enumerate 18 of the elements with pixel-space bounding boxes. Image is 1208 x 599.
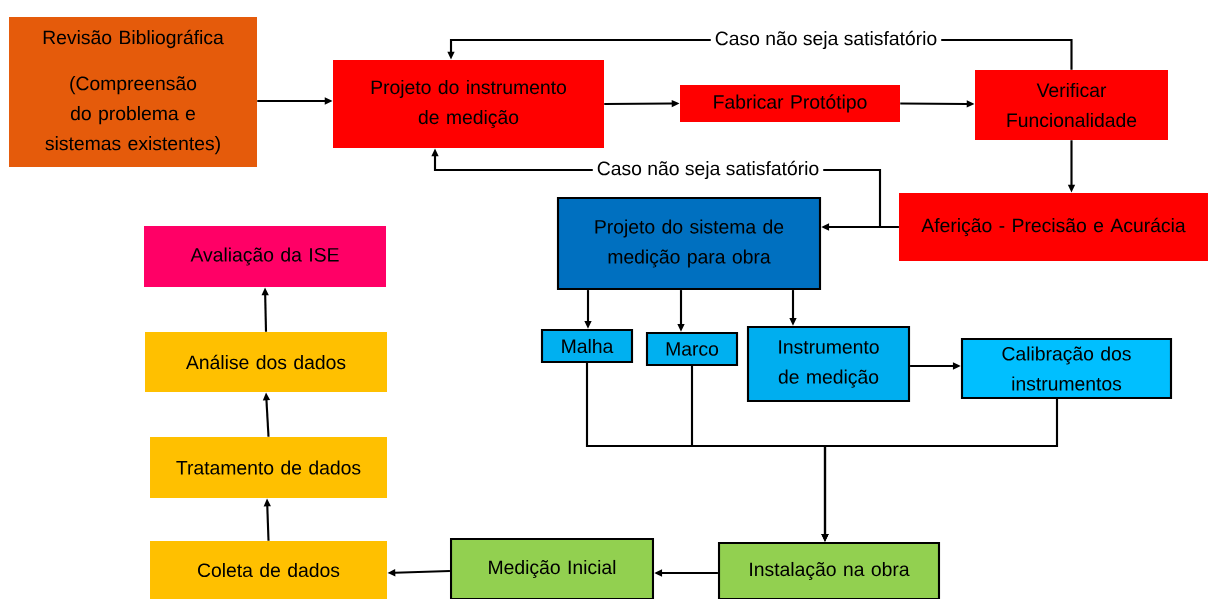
process-box: Projeto do instrumento de medição (333, 60, 604, 148)
process-box: Instrumento de medição (746, 325, 911, 403)
edge-label: Caso não seja satisfatório (592, 156, 824, 184)
process-box: Instalação na obra (717, 541, 941, 599)
process-box: Projeto do sistema de medição para obra (556, 196, 822, 291)
process-box: Fabricar Protótipo (680, 85, 900, 122)
process-box: Análise dos dados (145, 332, 387, 392)
process-box: Calibração dos instrumentos (960, 337, 1173, 400)
process-box: Marco (645, 331, 739, 367)
process-box: Coleta de dados (150, 541, 387, 599)
process-box: Malha (540, 328, 634, 364)
process-box: Tratamento de dados (150, 437, 387, 498)
process-box: Aferição - Precisão e Acurácia (899, 193, 1208, 261)
process-box: Avaliação da ISE (144, 226, 386, 287)
process-box: Verificar Funcionalidade (975, 70, 1168, 140)
process-box: Medição Inicial (449, 537, 655, 599)
process-box: Revisão Bibliográfica (Compreensão do problema e sistemas existentes) (9, 17, 257, 167)
edge-label: Caso não seja satisfatório (710, 26, 942, 54)
